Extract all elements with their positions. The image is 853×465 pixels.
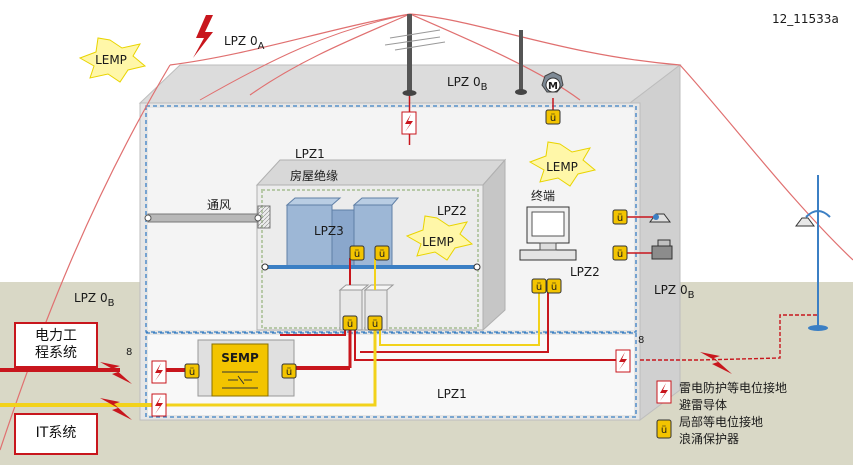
svg-text:LEMP: LEMP	[422, 235, 454, 249]
surge-lightning-right	[700, 352, 732, 374]
street-lamp-icon	[795, 175, 831, 331]
zone-lpz0b-right: LPZ 0B	[654, 283, 695, 301]
external-line-right	[640, 314, 818, 361]
motor-label: M	[548, 81, 558, 92]
surge-protector-icon: ü	[342, 315, 358, 331]
air-termination-wire-mid	[249, 13, 411, 96]
surge-protector-symbol: ü	[189, 367, 195, 378]
surge-protector-icon: ü	[531, 278, 547, 294]
zone-lpz1-bottom: LPZ1	[437, 387, 467, 401]
air-termination-wire-mid3	[199, 13, 411, 101]
surge-lightning-it	[100, 398, 132, 420]
zone-lpz0a: LPZ 0A	[224, 34, 265, 52]
semp-label: SEMP	[221, 351, 259, 365]
surge-protector-icon: ü	[281, 363, 297, 379]
wall-lamp-icon	[622, 213, 671, 223]
surge-lightning-power	[100, 362, 132, 384]
zone-lpz0b-top: LPZ 0B	[447, 75, 488, 93]
legend-1-line1: 雷电防护等电位接地	[679, 380, 787, 395]
power-system-label: 电力工 程系统	[14, 322, 98, 368]
legend-2-line2: 浪涌保护器	[679, 431, 739, 446]
surge-protector-icon: ü	[349, 245, 365, 261]
lightning-equipotential-icon	[401, 111, 417, 135]
zone-lpz3: LPZ3	[314, 224, 344, 238]
ventilation-duct	[144, 205, 271, 229]
surge-protector-symbol: ü	[617, 249, 623, 260]
antenna-icon	[384, 29, 446, 51]
legend-2-line1: 局部等电位接地	[679, 414, 763, 429]
surge-protector-symbol: ü	[550, 113, 556, 124]
lemp-burst-room: LEMP	[405, 215, 474, 261]
surge-protector-symbol: ü	[536, 282, 542, 293]
air-termination-wire-right	[679, 64, 853, 261]
zone-lpz2-room: LPZ2	[437, 204, 467, 218]
svg-text:LEMP: LEMP	[95, 53, 127, 67]
surge-protector-icon: ü	[612, 209, 628, 225]
eight-left: 8	[126, 347, 132, 358]
it-system-label: IT系统	[14, 413, 98, 455]
lemp-burst-top: LEMP	[78, 37, 147, 83]
ventilation-label: 通风	[207, 198, 231, 212]
lightning-bolt-icon	[193, 15, 213, 58]
lightning-equipotential-icon	[151, 393, 167, 417]
svg-text:LEMP: LEMP	[546, 160, 578, 174]
air-termination-wire-mid2	[409, 13, 581, 101]
legend-lightning-icon	[656, 380, 672, 404]
lpz1-shield-lower	[145, 332, 637, 418]
air-terminal-mast-2	[519, 30, 523, 92]
zone-lpz0b-left: LPZ 0B	[74, 291, 115, 309]
figure-id: 12_11533a	[772, 12, 839, 26]
it-line	[0, 258, 540, 407]
semp-unit: SEMP	[197, 339, 295, 397]
surge-protector-icon: ü	[367, 315, 383, 331]
room-shield-label: 房屋绝缘	[290, 168, 338, 183]
surge-protector-icon: ü	[545, 109, 561, 125]
air-terminal-mast	[407, 14, 412, 94]
surge-protector-symbol: ü	[551, 282, 557, 293]
surge-protector-icon: ü	[612, 245, 628, 261]
lightning-equipotential-icon	[615, 349, 631, 373]
surge-protector-symbol: ü	[617, 213, 623, 224]
surge-protector-symbol: ü	[286, 367, 292, 378]
raised-floor	[265, 265, 477, 269]
air-termination-wire-left	[0, 64, 171, 451]
surge-protector-icon: ü	[374, 245, 390, 261]
motor-icon: M	[541, 71, 564, 93]
surge-protector-icon: ü	[184, 363, 200, 379]
zone-lpz2-terminal: LPZ2	[570, 265, 600, 279]
lpz1-room-side	[482, 158, 506, 332]
surge-protector-symbol: ü	[347, 319, 353, 330]
legend-1-line2: 避雷导体	[679, 398, 727, 412]
legend-surge-icon: ü	[656, 419, 672, 439]
surge-protector-icon: ü	[546, 278, 562, 294]
surge-protector-symbol: ü	[372, 319, 378, 330]
mast-base	[402, 90, 417, 96]
svg-text:ü: ü	[661, 425, 667, 436]
lightning-equipotential-icon	[151, 360, 167, 384]
lemp-burst-terminal: LEMP	[528, 141, 597, 187]
surge-protector-symbol: ü	[379, 249, 385, 260]
zone-lpz1-inner: LPZ1	[295, 147, 325, 161]
eight-right: 8	[638, 335, 644, 346]
surge-protector-symbol: ü	[354, 249, 360, 260]
terminal-computer	[519, 206, 577, 261]
terminal-label: 终端	[531, 188, 555, 203]
